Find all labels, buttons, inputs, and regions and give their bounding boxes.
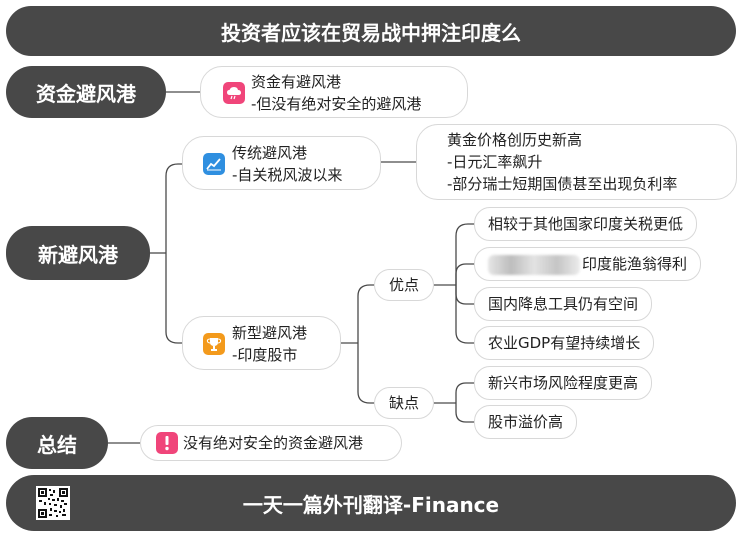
footer-title: 一天一篇外刊翻译-Finance — [242, 492, 500, 517]
safe-haven-note[interactable]: 资金有避风港 -但没有绝对安全的避风港 — [200, 66, 468, 118]
node-safe-haven[interactable]: 资金避风港 — [6, 66, 166, 118]
cloud-icon — [223, 82, 245, 104]
summary-note-text: 没有绝对安全的资金避风港 — [183, 434, 364, 452]
safe-haven-note-line2: -但没有绝对安全的避风港 — [251, 95, 422, 113]
node-summary-label: 总结 — [37, 432, 77, 457]
summary-note[interactable]: 没有绝对安全的资金避风港 — [140, 425, 402, 461]
emerging-haven-node[interactable]: 新型避风港 -印度股市 — [182, 316, 341, 370]
traditional-detail-line3: -部分瑞士短期国债甚至出现负利率 — [447, 175, 678, 193]
safe-haven-note-line1: 资金有避风港 — [251, 73, 342, 91]
traditional-haven-node[interactable]: 传统避风港 -自关税风波以来 — [182, 136, 381, 190]
node-new-haven-label: 新避风港 — [38, 242, 118, 267]
cons-item[interactable]: 新兴市场风险程度更高 — [474, 366, 653, 400]
node-safe-haven-label: 资金避风港 — [36, 81, 136, 106]
pros-item[interactable]: 国内降息工具仍有空间 — [474, 287, 653, 321]
cons-item-text: 新兴市场风险程度更高 — [488, 374, 639, 392]
pros-node[interactable]: 优点 — [374, 269, 435, 301]
traditional-detail-line1: 黄金价格创历史新高 — [447, 131, 583, 149]
cons-label: 缺点 — [389, 394, 420, 412]
trophy-icon — [203, 333, 225, 355]
node-new-haven[interactable]: 新避风港 — [6, 226, 150, 280]
trend-chart-icon — [203, 153, 225, 175]
exclamation-icon — [156, 432, 178, 454]
qr-code-icon — [36, 486, 70, 520]
cons-node[interactable]: 缺点 — [374, 387, 435, 419]
emerging-haven-line2: -印度股市 — [232, 346, 298, 364]
page-title: 投资者应该在贸易战中押注印度么 — [221, 20, 521, 45]
cons-item-text: 股市溢价高 — [488, 413, 564, 431]
pros-item-text: 国内降息工具仍有空间 — [488, 295, 639, 313]
header-banner: 投资者应该在贸易战中押注印度么 — [6, 6, 736, 56]
pros-item[interactable]: 相较于其他国家印度关税更低 — [474, 207, 698, 241]
traditional-haven-line2: -自关税风波以来 — [232, 166, 343, 184]
pros-item-text: 农业GDP有望持续增长 — [488, 334, 641, 352]
emerging-haven-line1: 新型避风港 — [232, 324, 308, 342]
pros-item-text: 印度能渔翁得利 — [582, 255, 688, 273]
pros-item-text: 相较于其他国家印度关税更低 — [488, 215, 684, 233]
footer-banner: 一天一篇外刊翻译-Finance — [6, 475, 736, 531]
traditional-haven-line1: 传统避风港 — [232, 144, 308, 162]
pros-item[interactable]: 印度能渔翁得利 — [474, 247, 702, 281]
cons-item[interactable]: 股市溢价高 — [474, 405, 578, 439]
pros-label: 优点 — [389, 276, 420, 294]
traditional-detail-line2: -日元汇率飙升 — [447, 153, 543, 171]
pros-item[interactable]: 农业GDP有望持续增长 — [474, 326, 655, 360]
node-summary[interactable]: 总结 — [6, 417, 108, 469]
traditional-haven-detail[interactable]: 黄金价格创历史新高 -日元汇率飙升 -部分瑞士短期国债甚至出现负利率 — [416, 124, 737, 200]
redacted-region — [488, 254, 580, 275]
